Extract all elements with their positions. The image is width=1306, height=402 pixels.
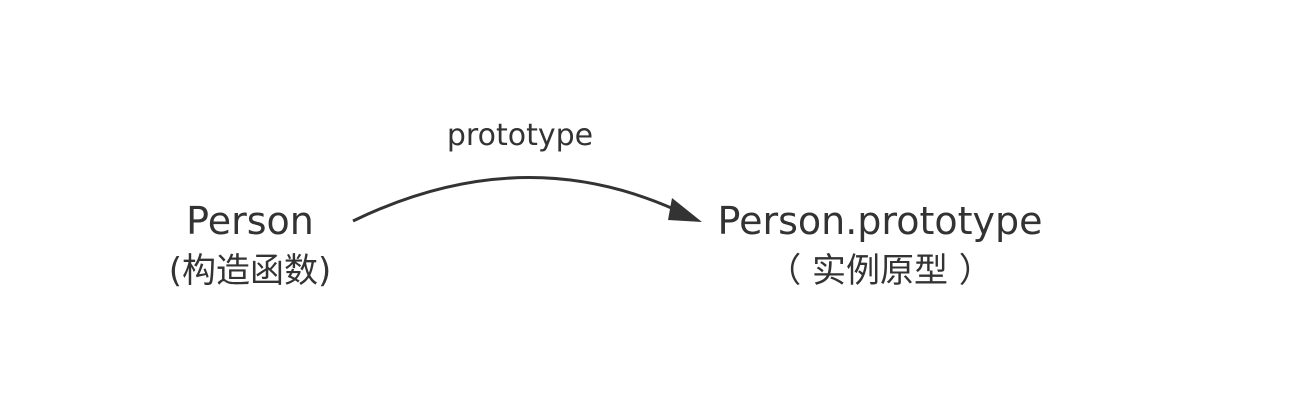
node-person-prototype: Person.prototype （ 实例原型 ）	[700, 198, 1060, 292]
edge-label-prototype: prototype	[446, 118, 594, 153]
arrowhead-icon	[668, 198, 702, 222]
node-person-prototype-title: Person.prototype	[717, 199, 1043, 243]
node-person-subtitle: (构造函数)	[168, 250, 332, 291]
node-person-prototype-subtitle: （ 实例原型 ）	[767, 250, 993, 291]
prototype-arrow	[352, 176, 677, 223]
node-person-title: Person	[186, 199, 314, 243]
node-person: Person (构造函数)	[150, 198, 350, 292]
